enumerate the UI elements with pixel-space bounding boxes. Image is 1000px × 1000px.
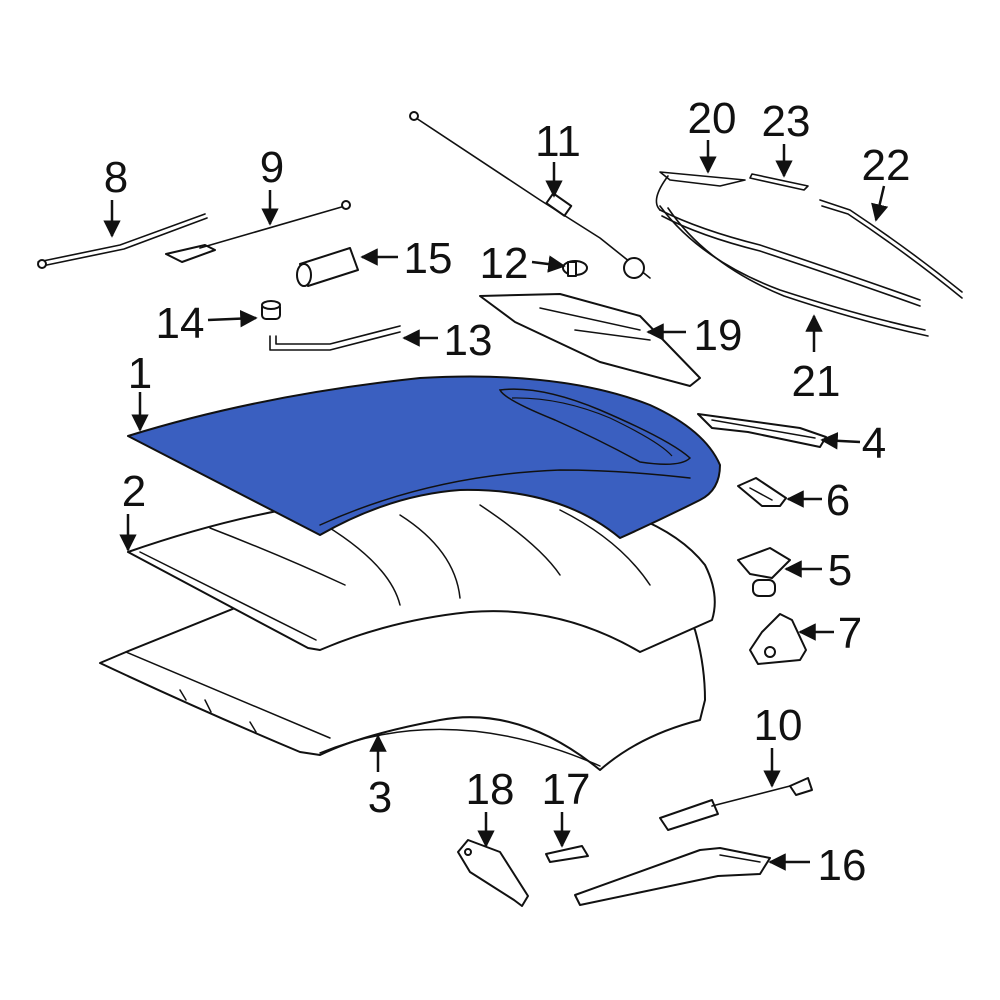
callout-7: 7 xyxy=(838,609,862,658)
part-9-strap[interactable] xyxy=(165,200,351,263)
part-15-bumper[interactable] xyxy=(296,247,359,287)
callout-19: 19 xyxy=(694,311,743,360)
callout-16: 16 xyxy=(818,841,867,890)
part-20-weatherstrip[interactable] xyxy=(655,171,746,211)
part-22-weatherstrip[interactable] xyxy=(819,199,963,299)
callout-5: 5 xyxy=(828,546,852,595)
part-18-bracket[interactable] xyxy=(457,839,529,907)
part-13-hose[interactable] xyxy=(269,325,401,351)
leader-22 xyxy=(871,185,889,222)
part-14-grommet[interactable] xyxy=(261,300,281,320)
callout-9: 9 xyxy=(260,143,284,192)
part-23-weatherstrip[interactable] xyxy=(749,173,809,191)
part-11-cable[interactable] xyxy=(409,111,651,279)
part-17-clip[interactable] xyxy=(545,845,589,863)
callout-11: 11 xyxy=(535,117,581,166)
part-7-bracket[interactable] xyxy=(749,613,807,665)
callout-14: 14 xyxy=(156,299,205,348)
callout-18: 18 xyxy=(466,765,515,814)
part-16-hinge-arm[interactable] xyxy=(574,847,771,906)
callout-21: 21 xyxy=(792,357,841,406)
callout-3: 3 xyxy=(368,773,392,822)
callout-6: 6 xyxy=(826,476,850,525)
callout-22: 22 xyxy=(862,141,911,190)
part-4-trim-strip[interactable] xyxy=(697,413,827,448)
part-2-headliner-middle[interactable] xyxy=(127,485,716,653)
part-12-plug[interactable] xyxy=(562,260,588,277)
leader-4 xyxy=(820,432,861,450)
callout-labels: 1 2 3 4 5 6 7 8 9 10 11 12 13 14 15 16 1… xyxy=(104,94,911,890)
callout-8: 8 xyxy=(104,153,128,202)
part-10-strut[interactable] xyxy=(659,777,813,831)
part-19-glass[interactable] xyxy=(479,293,701,387)
leader-12 xyxy=(531,255,566,273)
part-5-latch[interactable] xyxy=(737,547,791,597)
callout-1: 1 xyxy=(128,349,152,398)
part-6-clip[interactable] xyxy=(737,477,787,507)
callout-12: 12 xyxy=(480,239,529,288)
callout-15: 15 xyxy=(404,234,453,283)
callout-10: 10 xyxy=(754,701,803,750)
callout-2: 2 xyxy=(122,467,146,516)
leader-lines xyxy=(103,140,889,871)
callout-4: 4 xyxy=(862,419,886,468)
callout-13: 13 xyxy=(444,316,493,365)
callout-23: 23 xyxy=(762,97,811,146)
leader-14 xyxy=(207,309,258,328)
callout-20: 20 xyxy=(688,94,737,143)
callout-17: 17 xyxy=(542,765,591,814)
part-8-strap[interactable] xyxy=(37,213,208,269)
part-21-weatherstrip[interactable] xyxy=(659,205,929,337)
part-1-hard-top[interactable] xyxy=(127,375,721,539)
